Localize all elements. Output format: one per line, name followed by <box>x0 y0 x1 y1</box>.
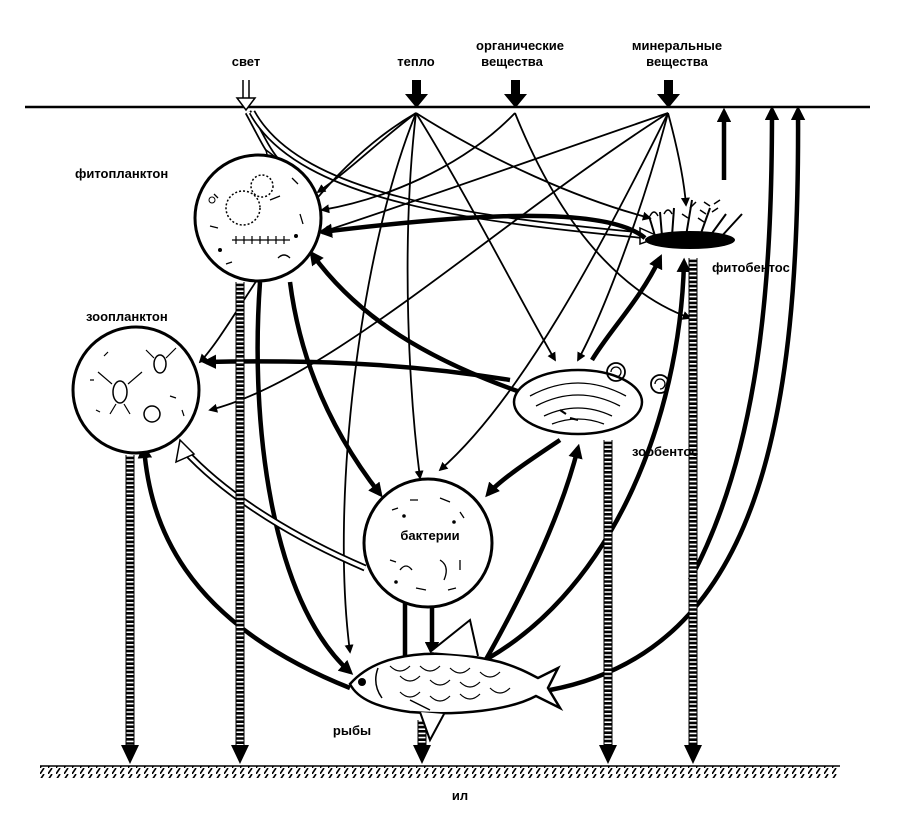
label-phytobenthos: фитобентос <box>712 260 790 275</box>
label-heat: тепло <box>397 54 435 69</box>
phytobenthos-plants <box>645 199 743 249</box>
label-light: свет <box>232 54 260 69</box>
mineral-arrows <box>208 112 690 472</box>
light-input-arrow <box>235 80 257 112</box>
heat-input-arrow <box>405 80 428 108</box>
zoobenthos-mollusc <box>512 362 670 436</box>
silt-bottom <box>40 765 840 778</box>
sedimentation-arrows <box>121 258 702 764</box>
label-phytoplankton: фитопланктон <box>75 166 168 181</box>
gas-exchange-arrows <box>549 105 806 693</box>
zooplankton-circle <box>71 325 201 455</box>
label-bacteria: бактерии <box>400 528 459 543</box>
bacteria-to-zooplankton-arrow <box>175 438 367 572</box>
label-zoobenthos: зообентос <box>632 444 698 459</box>
organic-input-arrow <box>504 80 527 108</box>
label-zooplankton: зоопланктон <box>86 309 168 324</box>
fish <box>348 618 564 743</box>
phytoplankton-circle <box>193 153 323 283</box>
bacteria-circle <box>362 477 494 609</box>
trophic-arrows <box>137 213 691 691</box>
label-silt: ил <box>452 788 468 803</box>
label-fish: рыбы <box>333 723 371 738</box>
mineral-input-arrow <box>657 80 680 108</box>
organic-arrows <box>320 112 692 320</box>
